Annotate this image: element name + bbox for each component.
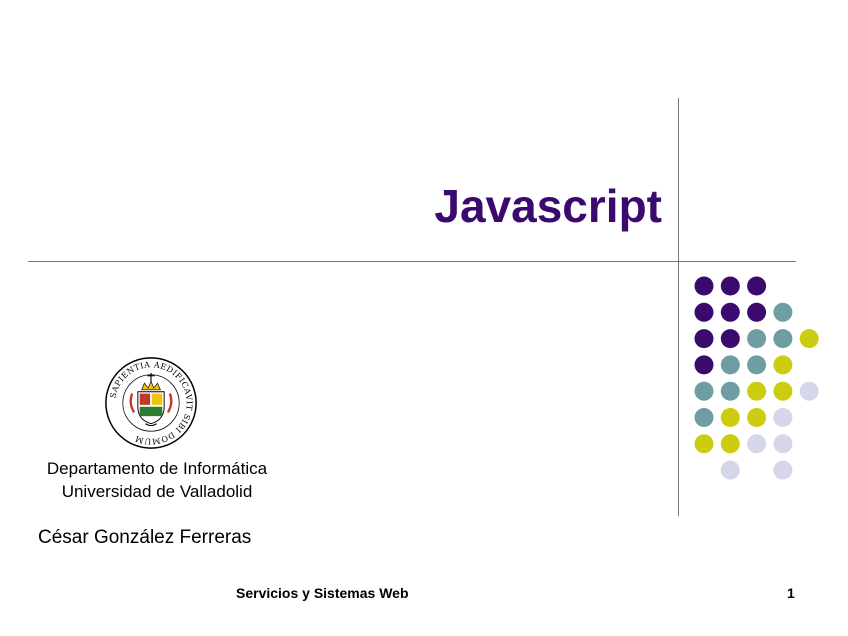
department-name: Departamento de Informática — [46, 459, 268, 478]
author-name: César González Ferreras — [38, 527, 252, 548]
department-text: Departamento de Informática Universidad … — [26, 457, 288, 503]
decorative-dot — [720, 276, 740, 296]
decorative-dot — [773, 381, 793, 401]
decorative-dot — [720, 434, 740, 454]
decorative-dot — [720, 408, 740, 427]
decorative-dot — [747, 329, 767, 349]
decorative-dot — [773, 408, 793, 427]
decorative-dot — [720, 302, 740, 322]
decorative-dot — [747, 302, 767, 322]
decorative-dot — [773, 434, 793, 454]
decorative-dot — [747, 408, 767, 427]
slide-title: Javascript — [434, 180, 662, 232]
decorative-dot — [773, 302, 793, 322]
decorative-dot — [720, 355, 740, 375]
decorative-dot — [720, 460, 740, 480]
decorative-dot — [773, 355, 793, 375]
decorative-dot — [720, 381, 740, 401]
decorative-dot — [747, 355, 767, 375]
decorative-dot — [720, 329, 740, 349]
decorative-dot — [694, 381, 714, 401]
decorative-dot — [747, 276, 767, 296]
page-number: 1 — [787, 585, 795, 601]
horizontal-rule — [28, 261, 796, 262]
decorative-dot — [747, 434, 767, 454]
decorative-dot — [773, 329, 793, 349]
decorative-dot — [694, 329, 714, 349]
decorative-dot — [694, 408, 714, 427]
university-seal-logo: SAPIENTIA AEDIFICAVIT SIBI DOMUM — [105, 357, 197, 449]
university-name: Universidad de Valladolid — [61, 482, 253, 501]
decorative-dot — [773, 460, 793, 480]
vertical-rule — [678, 98, 679, 516]
decorative-dot — [694, 355, 714, 375]
decorative-dot — [799, 381, 819, 401]
decorative-dot — [694, 302, 714, 322]
decorative-dot — [694, 434, 714, 454]
decorative-dot — [799, 329, 819, 349]
decorative-dot — [747, 381, 767, 401]
footer-course-name: Servicios y Sistemas Web — [236, 585, 409, 601]
decorative-dot — [694, 276, 714, 296]
